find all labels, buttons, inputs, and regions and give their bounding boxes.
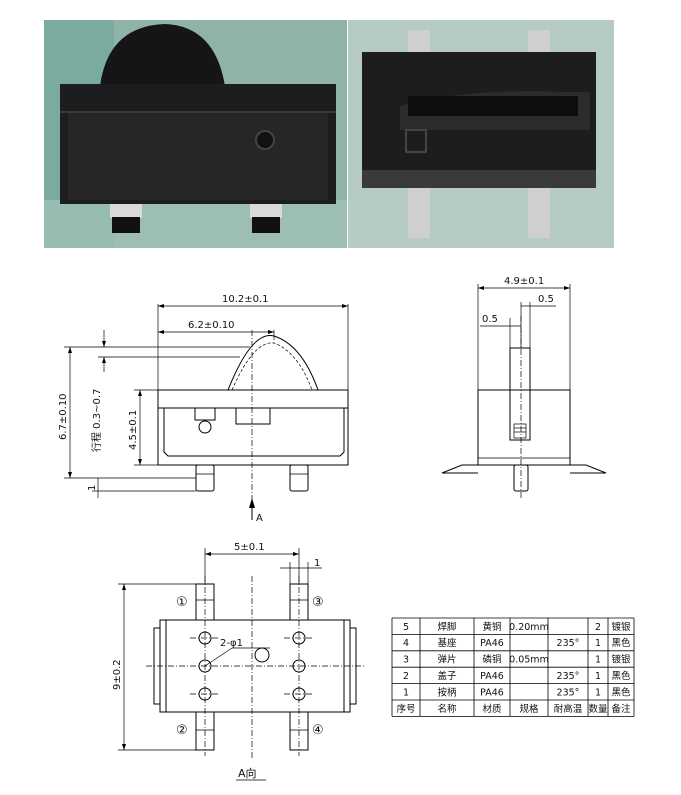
table-header-cell: 序号: [396, 703, 415, 715]
table-cell: 镀银: [611, 621, 631, 633]
table-cell: 1: [595, 671, 601, 682]
table-cell: 1: [595, 655, 601, 666]
table-cell: 黑色: [611, 637, 631, 649]
table-cell: 盖子: [437, 670, 457, 682]
front-body-height-dim: 4.5±0.1: [128, 410, 139, 450]
table-cell: 焊脚: [437, 621, 456, 633]
table-header-cell: 耐高温: [554, 703, 583, 715]
table-cell: 黑色: [611, 686, 631, 698]
side-width-dim: 4.9±0.1: [504, 276, 544, 287]
table-cell: 235°: [557, 638, 580, 649]
table-cell: PA46: [480, 671, 504, 682]
bottom-pitch-dim: 5±0.1: [234, 542, 265, 553]
bottom-view-label: A向: [238, 766, 257, 780]
table-cell: 5: [403, 622, 409, 633]
table-header-cell: 备注: [611, 703, 631, 715]
top-view-photo: [348, 20, 614, 248]
front-height-dim: 6.7±0.10: [58, 393, 69, 440]
front-foot-dim: 1: [87, 485, 98, 491]
table-cell: 0.20mm: [509, 622, 549, 633]
table-cell: 2: [403, 671, 409, 682]
table-cell: 镀银: [611, 654, 631, 666]
table-header-cell: 数量: [588, 703, 608, 715]
table-cell: 磷铜: [482, 654, 501, 666]
table-cell: 2: [595, 622, 601, 633]
front-view: A 10.2±0.1 6.2±0.10 6.7±0.10 行程 0.3~0.7 …: [58, 294, 349, 524]
pin-2-label: ②: [176, 723, 188, 738]
table-cell: 基座: [437, 637, 457, 649]
table-cell: 1: [403, 687, 409, 698]
table-cell: 黄铜: [482, 621, 501, 633]
table-cell: 按柄: [437, 686, 456, 698]
bottom-hole-dim: 2-φ1: [220, 638, 243, 649]
pin-3-label: ③: [312, 595, 324, 610]
bottom-height-dim: 9±0.2: [112, 659, 123, 690]
table-header-cell: 名称: [437, 703, 457, 715]
bottom-view: 5±0.1 1 9±0.2 2-φ1 ① ② ③ ④ A向: [112, 542, 364, 781]
parts-table: 5 焊脚 黄铜 0.20mm 2 镀银 4 基座 PA46 235° 1 黑色 3 弹片 磷铜 0.05mm 1…: [391, 617, 635, 717]
table-header-cell: 材质: [482, 703, 502, 715]
side-lever-dim-left: 0.5: [482, 314, 498, 325]
table-cell: PA46: [480, 638, 504, 649]
front-lever-dim: 6.2±0.10: [188, 320, 235, 331]
side-view: 4.9±0.1 0.5 0.5: [441, 276, 607, 500]
table-cell: 4: [403, 638, 409, 649]
side-lever-dim-right: 0.5: [538, 294, 554, 305]
pin-4-label: ④: [312, 723, 324, 738]
table-cell: 235°: [557, 687, 580, 698]
table-cell: 3: [403, 655, 409, 666]
table-cell: 1: [595, 687, 601, 698]
front-width-dim: 10.2±0.1: [222, 294, 269, 305]
table-cell: PA46: [480, 687, 504, 698]
table-header-cell: 规格: [519, 703, 539, 715]
table-cell: 黑色: [611, 670, 631, 682]
table-cell: 1: [595, 638, 601, 649]
front-travel-dim: 行程 0.3~0.7: [90, 389, 103, 452]
front-arrow-label: A: [256, 513, 263, 524]
table-cell: 0.05mm: [509, 655, 549, 666]
pin-1-label: ①: [176, 595, 188, 610]
side-view-photo: [44, 20, 347, 248]
table-cell: 235°: [557, 671, 580, 682]
bottom-pin-width-dim: 1: [314, 558, 320, 569]
table-cell: 弹片: [437, 654, 456, 666]
